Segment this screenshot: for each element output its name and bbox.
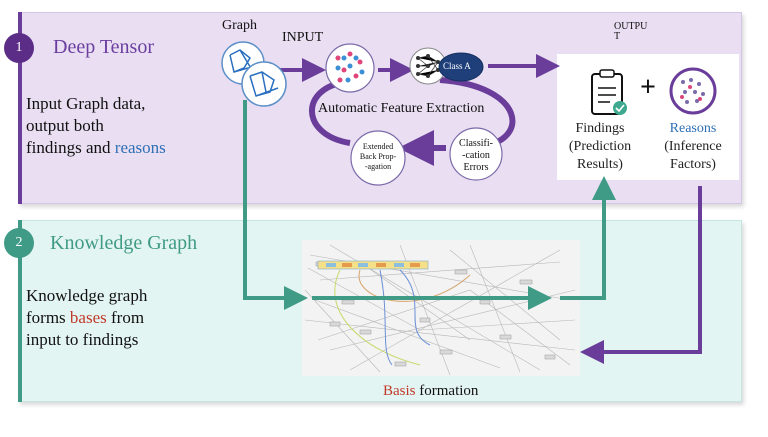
- reasons-line1: Reasons: [669, 121, 717, 136]
- findings-line2: (Prediction: [568, 139, 632, 154]
- clipboard-icon: [591, 69, 627, 115]
- backprop-line2: Back Prop-: [359, 152, 397, 161]
- desc2-line1: Knowledge graph: [26, 286, 148, 305]
- classif-line2: -cation: [462, 150, 490, 161]
- backprop-line3: -agation: [364, 162, 392, 171]
- reasons-icon: [669, 67, 717, 115]
- classification-circle: [449, 127, 503, 181]
- teal-arrows: [243, 100, 616, 310]
- graph-icon-2: [241, 61, 287, 107]
- desc1-line2: output both: [26, 116, 104, 135]
- formation-word: formation: [419, 383, 479, 399]
- classif-line1: Classifi-: [459, 138, 493, 149]
- knowledge-graph-title: Knowledge Graph: [50, 232, 198, 254]
- deep-tensor-description: Input Graph data, output both findings a…: [26, 93, 166, 159]
- deep-tensor-title: Deep Tensor: [53, 36, 154, 58]
- backprop-circle: [350, 130, 406, 186]
- class-a-label: Class A: [443, 61, 471, 71]
- reasons-line2: (Inference: [664, 139, 722, 154]
- basis-formation-label: Basis formation: [383, 383, 478, 400]
- purple-arrows: [278, 54, 702, 364]
- reasons-line3: Factors): [670, 157, 716, 172]
- step-2-badge: 2: [4, 228, 34, 258]
- classif-line3: Errors: [463, 162, 489, 173]
- desc2-line2: forms bases from: [26, 307, 147, 329]
- desc1-line3-a: findings and: [26, 138, 111, 157]
- desc2-bases-word: bases: [69, 308, 107, 327]
- desc2-line3: input to findings: [26, 330, 139, 349]
- backprop-label: Extended Back Prop- -agation: [356, 142, 400, 172]
- desc1-line3: findings and reasons: [26, 137, 166, 159]
- knowledge-graph-accent-bar: [18, 220, 22, 402]
- class-a-ellipse: [438, 52, 484, 82]
- basis-word: Basis: [383, 383, 416, 399]
- findings-line1: Findings: [575, 121, 625, 136]
- classification-errors-label: Classifi- -cation Errors: [454, 138, 498, 174]
- plus-sign: +: [640, 72, 656, 103]
- desc1-reasons-word: reasons: [114, 138, 166, 157]
- desc2-line2-a: forms: [26, 308, 66, 327]
- afe-label: Automatic Feature Extraction: [318, 101, 485, 116]
- deep-tensor-accent-bar: [18, 12, 22, 204]
- tensor-icon: [325, 43, 375, 93]
- desc2-line2-c: from: [111, 308, 145, 327]
- findings-text: Findings (Prediction Results): [558, 120, 642, 174]
- output-label: OUTPU T: [614, 22, 647, 42]
- graph-label: Graph: [222, 18, 257, 33]
- knowledge-graph-image: [302, 240, 580, 376]
- output-label-line1: OUTPU: [614, 21, 648, 32]
- knowledge-graph-description: Knowledge graph forms bases from input t…: [26, 285, 147, 351]
- output-label-line2: T: [614, 31, 621, 42]
- findings-line3: Results): [577, 157, 623, 172]
- reasons-text: Reasons (Inference Factors): [648, 120, 738, 174]
- step-1-badge: 1: [4, 33, 34, 63]
- desc1-line1: Input Graph data,: [26, 94, 146, 113]
- backprop-line1: Extended: [362, 142, 394, 151]
- input-label: INPUT: [282, 30, 324, 45]
